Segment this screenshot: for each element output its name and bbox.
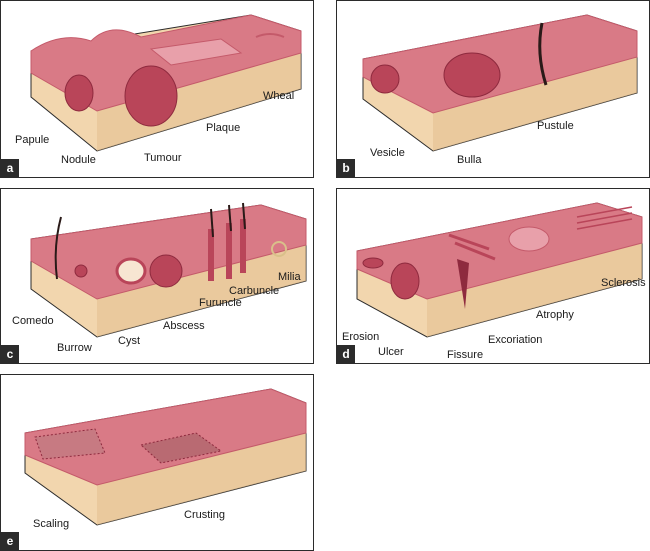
label-papule: Papule <box>15 134 50 146</box>
label-carbuncle: Carbuncle <box>229 285 280 297</box>
panel-e: Scaling Crusting e <box>0 374 314 551</box>
label-comedo: Comedo <box>12 315 54 327</box>
panel-d: Erosion Ulcer Fissure Excoriation Atroph… <box>336 188 650 364</box>
panel-letter-b: b <box>337 159 355 177</box>
label-cyst: Cyst <box>118 335 140 347</box>
panel-c: Comedo Burrow Cyst Abscess Furuncle Carb… <box>0 188 314 364</box>
panel-letter-a: a <box>1 159 19 177</box>
label-burrow: Burrow <box>57 342 92 354</box>
panel-a: Papule Nodule Tumour Plaque Wheal a <box>0 0 314 178</box>
skin-block-illustration-c <box>30 202 307 338</box>
label-pustule: Pustule <box>537 120 574 132</box>
label-tumour: Tumour <box>144 152 182 164</box>
panel-b: Vesicle Bulla Pustule b <box>336 0 650 178</box>
label-wheal: Wheal <box>263 90 295 102</box>
label-fissure: Fissure <box>447 349 484 361</box>
label-bulla: Bulla <box>457 154 482 166</box>
label-milia: Milia <box>278 271 301 283</box>
label-abscess: Abscess <box>163 320 205 332</box>
panel-letter-c: c <box>1 345 19 363</box>
label-nodule: Nodule <box>61 154 96 166</box>
label-furuncle: Furuncle <box>199 297 242 309</box>
skin-block-illustration-d <box>356 202 643 338</box>
label-vesicle: Vesicle <box>370 147 405 159</box>
panel-letter-e: e <box>1 532 19 550</box>
label-scaling: Scaling <box>33 518 70 530</box>
label-atrophy: Atrophy <box>536 309 574 321</box>
label-excoriation: Excoriation <box>488 334 543 346</box>
label-plaque: Plaque <box>206 122 241 134</box>
skin-block-illustration-b <box>362 14 638 152</box>
label-sclerosis: Sclerosis <box>601 277 646 289</box>
label-erosion: Erosion <box>342 331 380 343</box>
label-crusting: Crusting <box>184 509 225 521</box>
skin-block-illustration-a <box>30 14 302 152</box>
skin-block-illustration-e <box>24 388 307 526</box>
panel-letter-d: d <box>337 345 355 363</box>
label-ulcer: Ulcer <box>378 346 404 358</box>
